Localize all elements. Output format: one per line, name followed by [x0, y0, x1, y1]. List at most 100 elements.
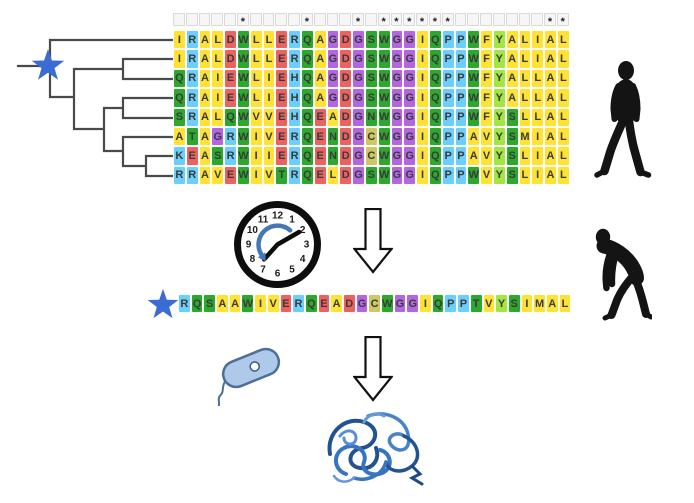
ancestral-residue-cell: A	[228, 294, 242, 313]
alignment-residue-cell: V	[480, 126, 493, 147]
clock-icon: 12 1 2 3 4 5 6 7 8 9 10 11	[234, 201, 321, 288]
alignment-residue-cell: A	[544, 146, 557, 166]
alignment-residue-cell: G	[403, 68, 417, 89]
alignment-residue-cell: H	[288, 107, 301, 127]
alignment-residue-cell: R	[185, 107, 199, 127]
alignment-residue-cell: L	[518, 30, 532, 50]
protein-ribbon-icon	[327, 412, 424, 486]
svg-text:10: 10	[247, 225, 259, 236]
alignment-residue-cell: Y	[492, 107, 506, 127]
alignment-residue-cell: I	[262, 146, 276, 166]
alignment-residue-cell: D	[339, 107, 353, 127]
alignment-residue-cell: S	[364, 165, 378, 186]
alignment-residue-cell: Q	[224, 107, 237, 127]
alignment-residue-cell: E	[313, 107, 327, 127]
ancestral-residue-cell: P	[457, 294, 470, 313]
alignment-residue-cell: W	[377, 30, 391, 50]
alignment-residue-cell: L	[249, 30, 263, 50]
phylogenetic-tree	[16, 38, 175, 178]
alignment-residue-cell: L	[556, 126, 570, 147]
ancestral-residue-cell: M	[533, 294, 546, 313]
alignment-residue-cell: L	[556, 146, 570, 166]
conservation-header-cell: *	[416, 13, 428, 28]
alignment-residue-cell: D	[339, 30, 353, 50]
alignment-residue-cell: R	[224, 146, 237, 166]
alignment-residue-cell: A	[198, 30, 212, 50]
down-arrow-icon	[353, 336, 393, 402]
alignment-residue-cell: P	[441, 68, 455, 89]
alignment-residue-cell: S	[505, 107, 519, 127]
alignment-residue-cell: I	[173, 30, 186, 50]
ancestral-residue-cell: T	[469, 294, 483, 313]
alignment-residue-cell: A	[173, 126, 186, 147]
alignment-residue-cell: V	[262, 126, 276, 147]
alignment-residue-cell: H	[288, 88, 301, 108]
alignment-residue-cell: E	[313, 126, 327, 147]
bacterium-icon	[216, 347, 281, 406]
alignment-residue-cell: Y	[492, 30, 506, 50]
alignment-residue-cell: A	[313, 68, 327, 89]
ancestral-residue-cell: V	[482, 294, 496, 313]
alignment-residue-cell: Q	[428, 126, 442, 147]
alignment-residue-cell: V	[480, 165, 493, 186]
alignment-residue-cell: G	[352, 88, 365, 108]
alignment-residue-cell: I	[531, 49, 545, 69]
alignment-residue-cell: A	[313, 88, 327, 108]
alignment-residue-cell: P	[441, 49, 455, 69]
alignment-residue-cell: A	[505, 68, 519, 89]
conservation-header-cell: *	[428, 13, 441, 28]
conservation-header-cell	[185, 13, 198, 26]
alignment-residue-cell: S	[505, 146, 519, 166]
alignment-residue-cell: S	[505, 165, 519, 186]
alignment-residue-cell: C	[364, 146, 378, 166]
alignment-residue-cell: W	[236, 68, 250, 89]
alignment-residue-cell: E	[313, 165, 327, 186]
svg-text:8: 8	[250, 254, 256, 265]
alignment-residue-cell: A	[544, 107, 557, 127]
alignment-residue-cell: E	[224, 88, 237, 108]
alignment-residue-cell: W	[236, 88, 250, 108]
alignment-residue-cell: R	[185, 49, 199, 69]
alignment-residue-cell: V	[480, 146, 493, 166]
alignment-residue-cell: I	[249, 165, 263, 186]
alignment-residue-cell: W	[467, 107, 481, 127]
alignment-residue-cell: A	[198, 88, 212, 108]
alignment-residue-cell: I	[531, 165, 545, 186]
alignment-residue-cell: G	[403, 107, 417, 127]
alignment-residue-cell: G	[403, 165, 417, 186]
alignment-residue-cell: W	[467, 30, 481, 50]
alignment-residue-cell: Q	[428, 146, 442, 166]
alignment-residue-cell: N	[326, 126, 340, 147]
alignment-residue-cell: Q	[428, 107, 442, 127]
alignment-residue-cell: Y	[492, 88, 506, 108]
bacterium-nucleoid	[249, 361, 260, 372]
conservation-header-cell: *	[377, 13, 390, 28]
alignment-residue-cell: W	[377, 88, 391, 108]
alignment-residue-cell: W	[377, 126, 391, 147]
alignment-residue-cell: A	[198, 68, 212, 89]
alignment-residue-cell: P	[454, 165, 468, 186]
alignment-residue-cell: R	[173, 165, 186, 186]
alignment-residue-cell: A	[198, 165, 212, 186]
alignment-residue-cell: D	[339, 146, 353, 166]
alignment-residue-cell: P	[441, 107, 455, 127]
alignment-residue-cell: G	[352, 30, 365, 50]
alignment-residue-cell: Q	[428, 68, 442, 89]
ancestral-residue-cell: Q	[431, 294, 445, 313]
ancestral-residue-cell: G	[355, 294, 369, 313]
alignment-residue-cell: E	[275, 146, 289, 166]
alignment-residue-cell: P	[454, 146, 468, 166]
ancestral-residue-cell: W	[381, 294, 394, 313]
alignment-residue-cell: P	[441, 126, 455, 147]
alignment-residue-cell: E	[275, 88, 289, 108]
alignment-residue-cell: G	[211, 126, 225, 147]
alignment-residue-cell: L	[556, 30, 570, 50]
alignment-residue-cell: P	[454, 107, 468, 127]
alignment-residue-cell: E	[224, 165, 237, 186]
alignment-residue-cell: R	[185, 165, 199, 186]
alignment-residue-cell: E	[313, 146, 327, 166]
alignment-residue-cell: F	[480, 107, 493, 127]
alignment-residue-cell: A	[544, 30, 557, 50]
alignment-residue-cell: L	[262, 30, 276, 50]
